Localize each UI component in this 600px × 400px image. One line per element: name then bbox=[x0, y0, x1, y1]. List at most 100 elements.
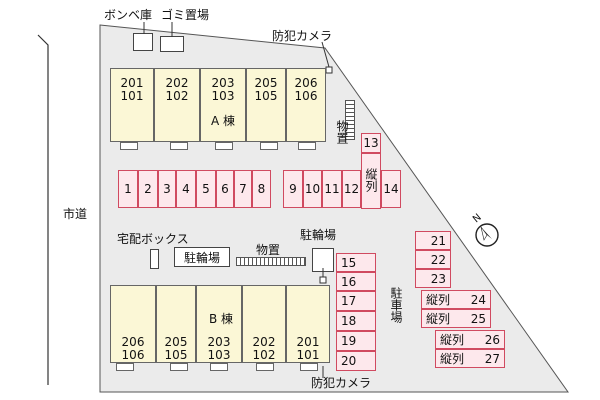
parking-number: 11 bbox=[324, 182, 340, 196]
parking-number: 24 bbox=[470, 292, 486, 307]
unit-lower-number: 102 bbox=[252, 348, 276, 362]
parking-slot: 11 bbox=[322, 170, 342, 208]
entrance-step bbox=[210, 363, 228, 371]
monooki-bottom-label: 物置 bbox=[256, 243, 281, 257]
parking-number: 12 bbox=[343, 182, 360, 196]
entrance-step bbox=[116, 363, 134, 371]
parking-slot-tate: 縦列 25 bbox=[421, 309, 491, 328]
parking-slot-14: 14 bbox=[381, 170, 401, 208]
bike-pointer bbox=[319, 268, 327, 284]
parking-number: 23 bbox=[430, 271, 446, 286]
parking-number: 1 bbox=[124, 182, 132, 196]
bombe-pointer bbox=[143, 22, 145, 34]
parking-number: 14 bbox=[383, 182, 399, 196]
unit-upper-number: 202 bbox=[165, 76, 189, 90]
parking-slot: 1 bbox=[118, 170, 138, 208]
parking-slot: 21 bbox=[415, 231, 451, 250]
unit-lower-number: 101 bbox=[120, 89, 144, 103]
unit-lower-number: 105 bbox=[254, 89, 278, 103]
parking-slot: 12 bbox=[342, 170, 361, 208]
parking-number: 3 bbox=[163, 182, 171, 196]
camera-top-pointer bbox=[321, 41, 333, 74]
entrance-step bbox=[215, 142, 233, 150]
tate-label: 縦列 bbox=[364, 168, 378, 192]
parking-slot: 4 bbox=[176, 170, 196, 208]
parking-slot-tate bbox=[361, 153, 381, 209]
building-a-unit: 201 101 bbox=[110, 68, 154, 142]
gomi-box bbox=[160, 36, 184, 52]
parking-slot: 23 bbox=[415, 269, 451, 288]
parking-number: 4 bbox=[182, 182, 190, 196]
parking-vertical-label: 駐車場 bbox=[389, 287, 403, 323]
storage-vertical bbox=[345, 100, 355, 140]
compass-icon bbox=[475, 223, 499, 247]
parking-number: 18 bbox=[341, 314, 357, 328]
parking-number: 13 bbox=[363, 136, 379, 150]
parking-number: 8 bbox=[257, 182, 266, 196]
parking-number: 6 bbox=[221, 182, 229, 196]
unit-upper-number: 203 bbox=[207, 335, 231, 349]
unit-upper-number: 205 bbox=[254, 76, 278, 90]
parking-number: 25 bbox=[470, 311, 486, 326]
entrance-step bbox=[298, 142, 316, 150]
parking-number: 7 bbox=[239, 182, 247, 196]
unit-lower-number: 102 bbox=[165, 89, 189, 103]
monooki-vertical-label: 物置 bbox=[335, 120, 349, 144]
unit-lower-number: 103 bbox=[211, 89, 235, 103]
parking-slot: 8 bbox=[252, 170, 271, 208]
building-b-unit: 201 101 bbox=[286, 285, 330, 363]
unit-upper-number: 203 bbox=[211, 76, 235, 90]
parking-slot: 18 bbox=[336, 311, 376, 331]
unit-lower-number: 105 bbox=[164, 348, 188, 362]
building-a-label: A 棟 bbox=[211, 114, 236, 128]
churinjo-top-label: 駐輪場 bbox=[300, 228, 337, 242]
entrance-step bbox=[300, 363, 318, 371]
entrance-step bbox=[120, 142, 138, 150]
tate-tag: 縦列 bbox=[426, 312, 451, 326]
tate-tag: 縦列 bbox=[440, 333, 465, 347]
camera-top-label: 防犯カメラ bbox=[272, 29, 333, 43]
parking-slot: 7 bbox=[234, 170, 252, 208]
parking-slot: 20 bbox=[336, 351, 376, 371]
parking-number: 16 bbox=[341, 274, 357, 289]
parking-number: 27 bbox=[484, 351, 500, 366]
camera-bottom-label: 防犯カメラ bbox=[311, 376, 372, 390]
unit-lower-number: 106 bbox=[121, 348, 145, 362]
parking-number: 20 bbox=[341, 354, 357, 368]
building-a-unit: 206 106 bbox=[286, 68, 326, 142]
building-b-unit: 206 106 bbox=[110, 285, 156, 363]
parking-number: 2 bbox=[144, 182, 152, 196]
unit-upper-number: 206 bbox=[294, 76, 318, 90]
unit-upper-number: 202 bbox=[252, 335, 276, 349]
parking-number: 22 bbox=[430, 252, 446, 267]
parking-number: 10 bbox=[304, 182, 321, 196]
unit-upper-number: 205 bbox=[164, 335, 188, 349]
entrance-step bbox=[170, 363, 188, 371]
building-a-unit: 203 103 bbox=[200, 68, 246, 142]
parking-slot: 6 bbox=[216, 170, 234, 208]
parking-slot-tate: 縦列 24 bbox=[421, 290, 491, 309]
building-a-unit: 205 105 bbox=[246, 68, 286, 142]
tate-tag: 縦列 bbox=[426, 293, 451, 307]
gomi-label: ゴミ置場 bbox=[161, 8, 210, 22]
gomi-pointer bbox=[171, 22, 173, 37]
building-a-unit: 202 102 bbox=[154, 68, 200, 142]
camera-bottom-pointer bbox=[322, 366, 324, 378]
parking-slot: 22 bbox=[415, 250, 451, 269]
unit-upper-number: 201 bbox=[296, 335, 320, 349]
building-b-label: B 棟 bbox=[209, 312, 234, 326]
parking-number: 21 bbox=[430, 233, 446, 248]
takuhai-box bbox=[150, 249, 159, 269]
parking-slot: 5 bbox=[196, 170, 216, 208]
parking-slot: 10 bbox=[303, 170, 322, 208]
parking-number: 9 bbox=[289, 182, 297, 196]
parking-slot: 9 bbox=[283, 170, 303, 208]
parking-slot: 2 bbox=[138, 170, 158, 208]
parking-number: 26 bbox=[484, 332, 500, 347]
parking-slot: 19 bbox=[336, 331, 376, 351]
parking-number: 5 bbox=[202, 182, 210, 196]
parking-number: 15 bbox=[341, 255, 357, 270]
bike-parking-box: 駐輪場 bbox=[174, 247, 230, 267]
parking-number: 17 bbox=[341, 294, 357, 308]
